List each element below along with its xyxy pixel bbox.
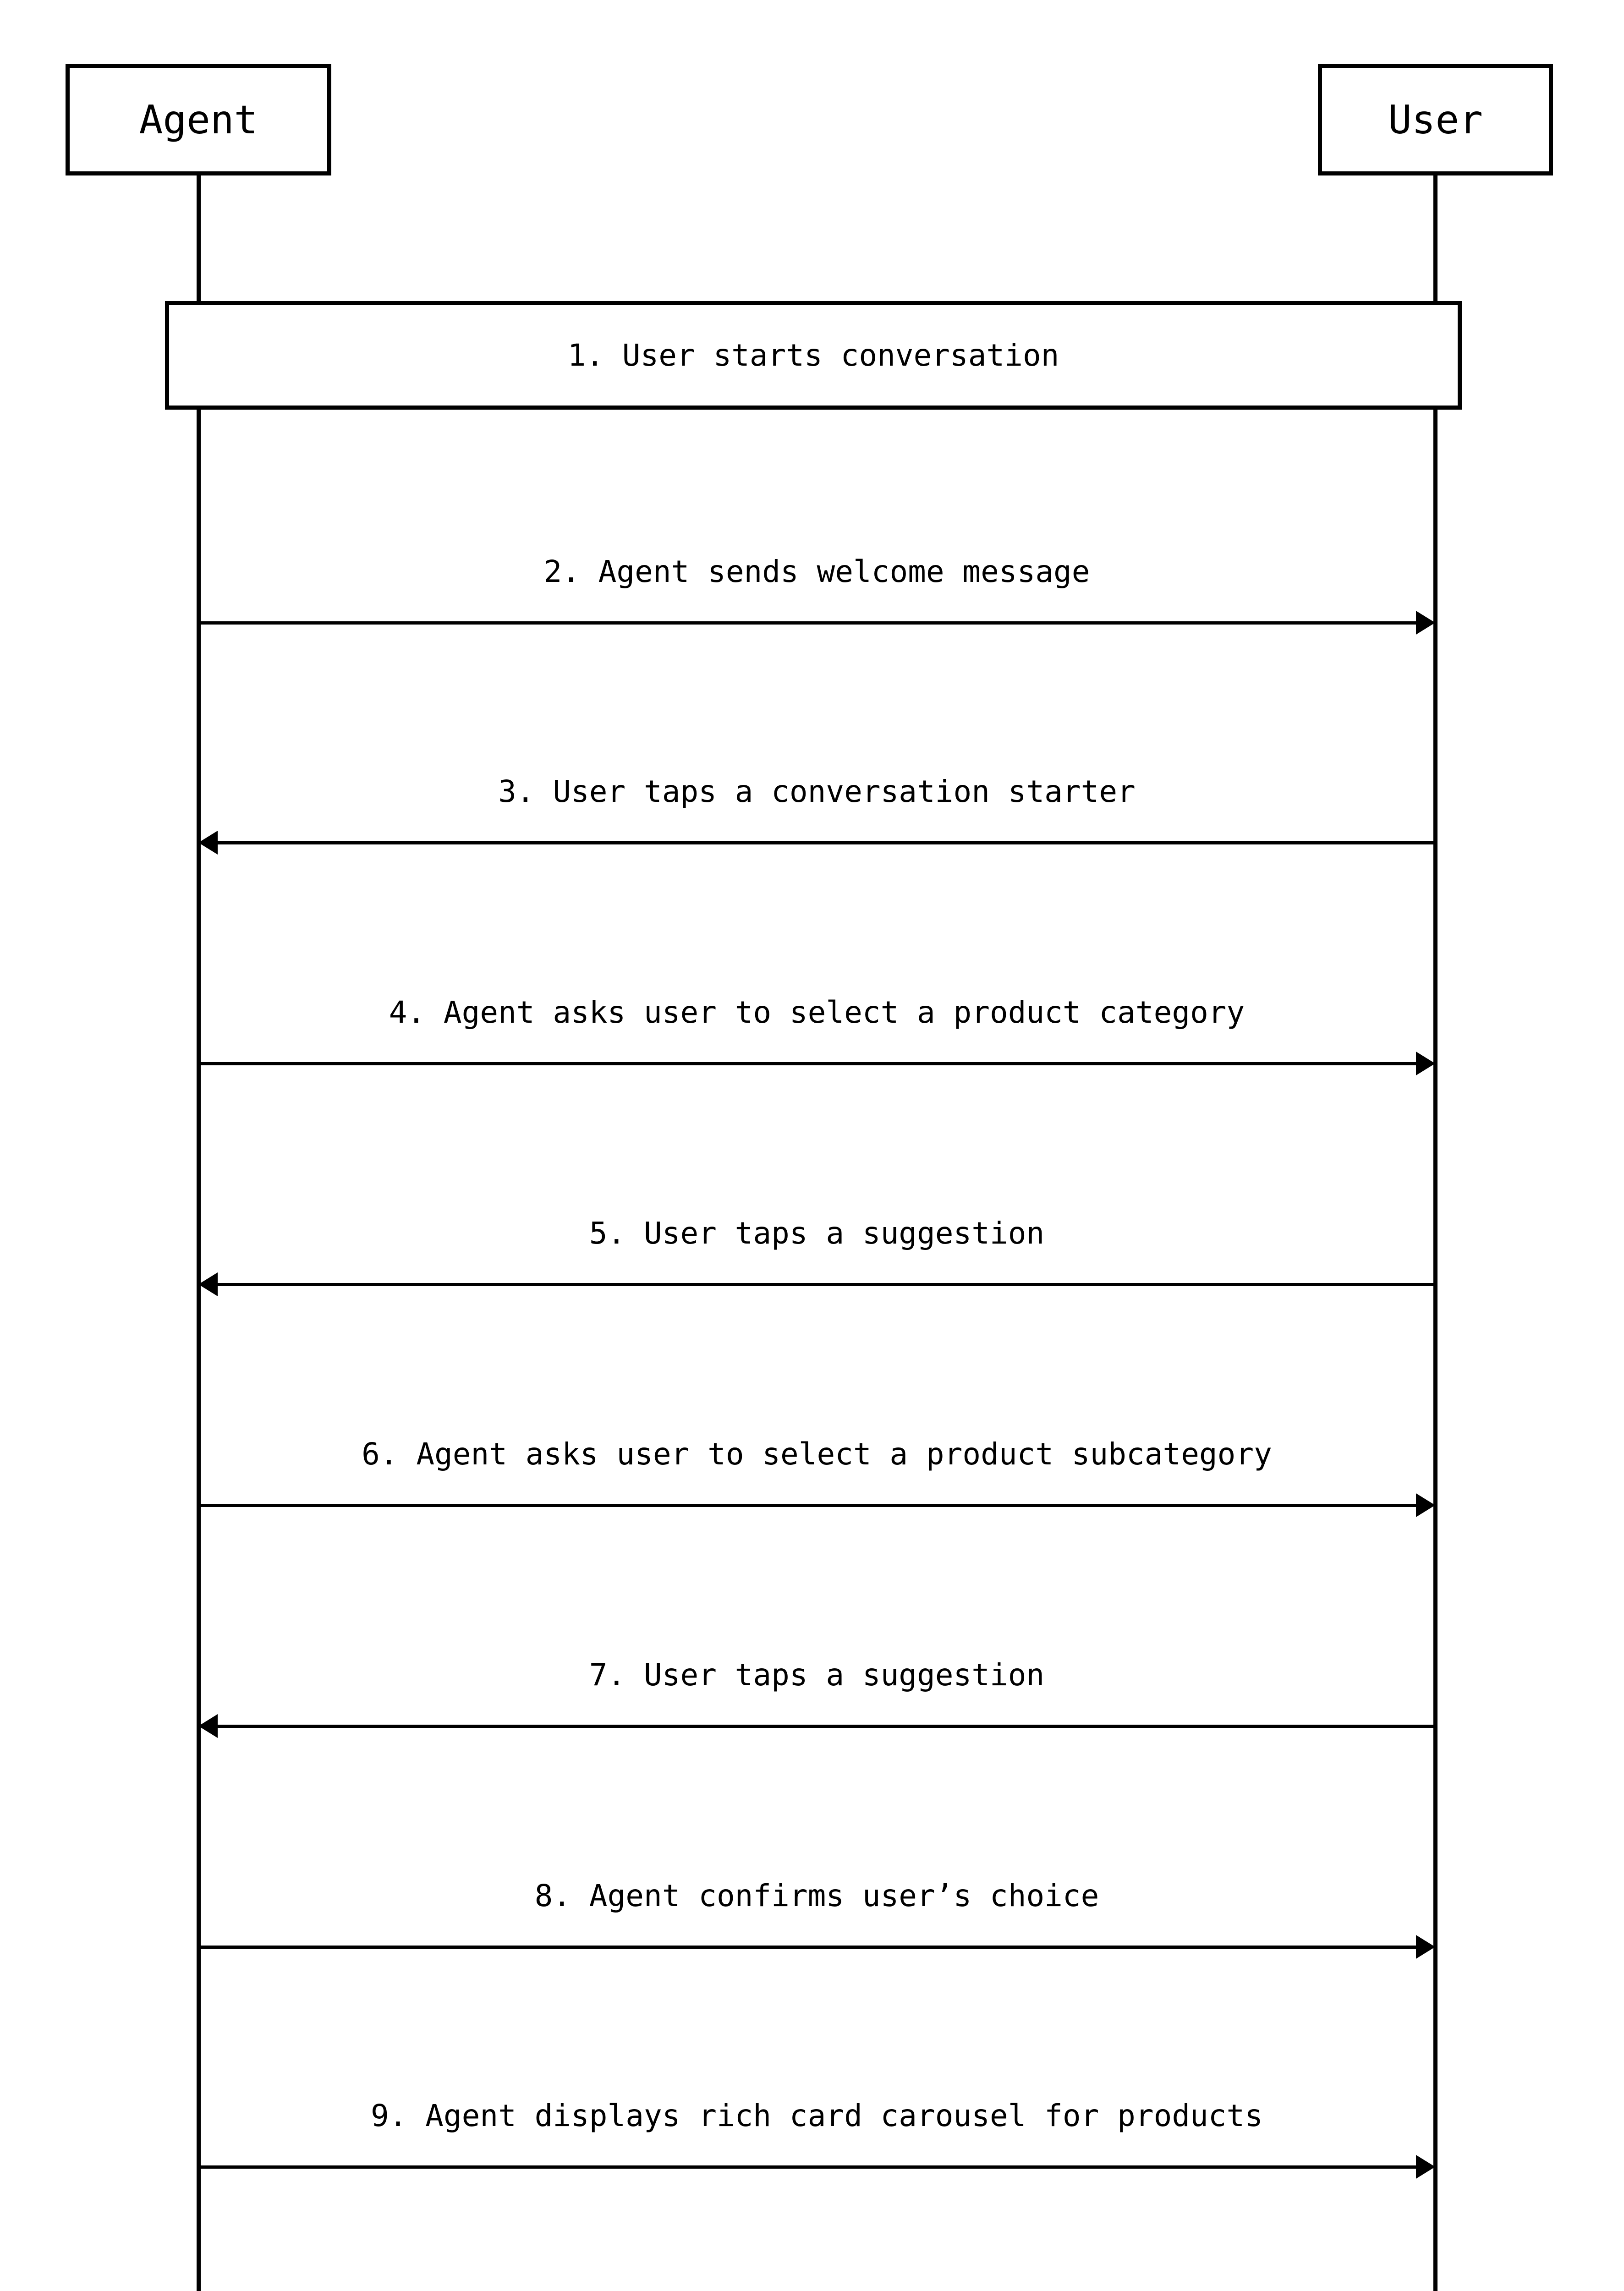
note-label-step-1: 1. User starts conversation [567, 337, 1059, 373]
message-label-4: 4. Agent asks user to select a product c… [389, 995, 1245, 1030]
participant-box-agent-top[interactable]: Agent [66, 64, 331, 175]
message-7[interactable]: 7. User taps a suggestion [198, 1657, 1435, 1749]
message-label-5: 5. User taps a suggestion [589, 1216, 1045, 1251]
message-line-6 [198, 1504, 1416, 1507]
arrowhead-left-icon-7 [198, 1714, 218, 1738]
message-line-4 [198, 1062, 1416, 1065]
note-box-step-1[interactable]: 1. User starts conversation [165, 301, 1462, 410]
message-label-2: 2. Agent sends welcome message [543, 554, 1090, 589]
participant-label-agent-top: Agent [139, 97, 258, 143]
arrowhead-left-icon-3 [198, 831, 218, 855]
lifeline-user [1433, 175, 1437, 2291]
message-6[interactable]: 6. Agent asks user to select a product s… [198, 1436, 1435, 1529]
message-9[interactable]: 9. Agent displays rich card carousel for… [198, 2098, 1435, 2190]
message-line-3 [218, 841, 1435, 844]
arrowhead-right-icon-6 [1416, 1493, 1435, 1517]
message-label-7: 7. User taps a suggestion [589, 1657, 1045, 1693]
lifeline-agent [197, 175, 201, 2291]
participant-label-user-top: User [1388, 97, 1483, 143]
message-label-3: 3. User taps a conversation starter [498, 774, 1136, 809]
message-line-2 [198, 621, 1416, 625]
message-8[interactable]: 8. Agent confirms user’s choice [198, 1878, 1435, 1970]
message-line-5 [218, 1283, 1435, 1286]
message-line-8 [198, 1946, 1416, 1949]
message-label-9: 9. Agent displays rich card carousel for… [370, 2098, 1263, 2133]
message-4[interactable]: 4. Agent asks user to select a product c… [198, 995, 1435, 1087]
message-5[interactable]: 5. User taps a suggestion [198, 1216, 1435, 1308]
message-3[interactable]: 3. User taps a conversation starter [198, 774, 1435, 866]
message-label-6: 6. Agent asks user to select a product s… [362, 1436, 1272, 1472]
message-label-8: 8. Agent confirms user’s choice [534, 1878, 1099, 1913]
message-2[interactable]: 2. Agent sends welcome message [198, 554, 1435, 646]
arrowhead-right-icon-9 [1416, 2155, 1435, 2179]
message-line-7 [218, 1725, 1435, 1728]
message-line-9 [198, 2165, 1416, 2169]
participant-box-user-top[interactable]: User [1318, 64, 1553, 175]
arrowhead-left-icon-5 [198, 1272, 218, 1296]
arrowhead-right-icon-8 [1416, 1935, 1435, 1959]
arrowhead-right-icon-2 [1416, 611, 1435, 635]
arrowhead-right-icon-4 [1416, 1052, 1435, 1075]
